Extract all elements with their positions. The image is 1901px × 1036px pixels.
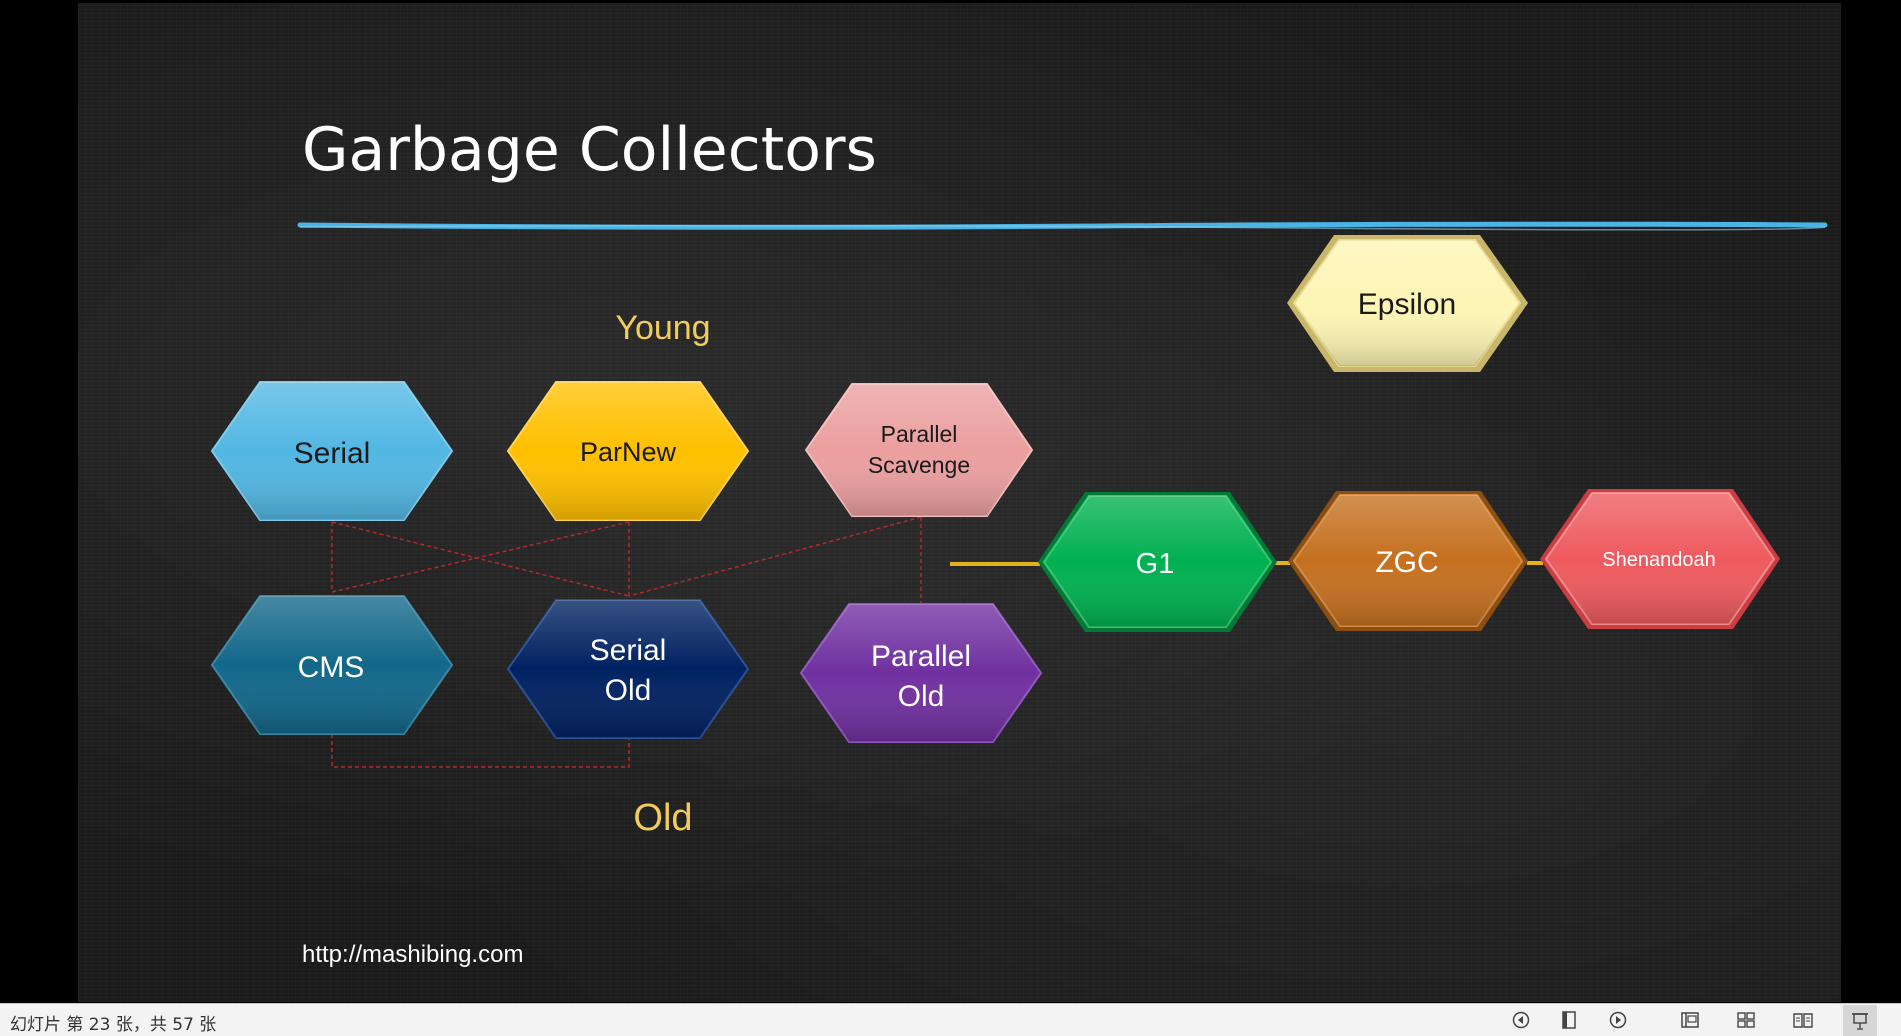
- hex-parallel-old[interactable]: Parallel Old: [799, 603, 1043, 743]
- hex-parallel-scavenge-line1: Parallel: [881, 421, 958, 447]
- line-serial-serialold: [331, 521, 630, 597]
- left-circle-arrow-icon: [1512, 1011, 1530, 1029]
- line-cms-serialold-fallback: [331, 734, 630, 768]
- slide-sorter-button[interactable]: [1735, 1009, 1757, 1031]
- right-circle-arrow-icon: [1609, 1011, 1627, 1029]
- hex-serial[interactable]: Serial: [210, 381, 454, 521]
- hex-epsilon[interactable]: Epsilon: [1287, 235, 1528, 372]
- menu-button[interactable]: [1558, 1009, 1580, 1031]
- footer-url[interactable]: http://mashibing.com: [302, 941, 523, 968]
- slide-show-button[interactable]: [1843, 1005, 1877, 1036]
- hex-serial-old-line2: Old: [605, 674, 652, 707]
- hex-shenandoah-label: Shenandoah: [1602, 549, 1715, 571]
- young-label: Young: [615, 309, 710, 347]
- hex-cms[interactable]: CMS: [210, 595, 454, 735]
- normal-view-icon: [1681, 1012, 1699, 1028]
- hex-parallel-scavenge[interactable]: Parallel Scavenge: [804, 383, 1034, 517]
- next-slide-button[interactable]: [1607, 1009, 1629, 1031]
- hex-parallel-scavenge-line2: Scavenge: [868, 452, 970, 478]
- compatibility-lines: [331, 516, 922, 768]
- hex-parnew[interactable]: ParNew: [506, 381, 750, 521]
- hex-g1-label: G1: [1136, 548, 1175, 580]
- hex-serial-old[interactable]: Serial Old: [506, 599, 750, 739]
- status-bar: 幻灯片 第 23 张，共 57 张: [0, 1003, 1901, 1036]
- hex-epsilon-label: Epsilon: [1358, 288, 1456, 321]
- reading-view-button[interactable]: [1792, 1009, 1814, 1031]
- slide-title: Garbage Collectors: [302, 115, 877, 185]
- slide-counter: 幻灯片 第 23 张，共 57 张: [10, 1015, 217, 1035]
- hex-serial-label: Serial: [294, 437, 371, 470]
- hex-g1[interactable]: G1: [1038, 492, 1277, 632]
- reading-view-icon: [1793, 1013, 1813, 1028]
- hex-cms-label: CMS: [298, 651, 365, 684]
- hex-parallel-old-line1: Parallel: [871, 640, 971, 673]
- hex-serial-old-line1: Serial: [590, 634, 667, 667]
- hex-parnew-label: ParNew: [580, 437, 677, 467]
- slide-show-icon: [1852, 1012, 1868, 1030]
- hex-zgc[interactable]: ZGC: [1288, 491, 1528, 631]
- hex-zgc-label: ZGC: [1375, 546, 1438, 579]
- slideshow-stage: Garbage Collectors Young Old Serial: [78, 3, 1841, 1002]
- hex-shenandoah[interactable]: Shenandoah: [1540, 489, 1780, 629]
- region-collector-lines: [950, 561, 1543, 566]
- line-parnew-cms: [331, 521, 630, 593]
- gc-diagram: Garbage Collectors Young Old Serial: [210, 115, 1828, 968]
- previous-slide-button[interactable]: [1510, 1009, 1532, 1031]
- hex-parallel-old-line2: Old: [898, 680, 945, 713]
- notes-page-icon: [1562, 1011, 1576, 1029]
- line-pscavenge-serialold: [628, 516, 922, 597]
- normal-view-button[interactable]: [1679, 1009, 1701, 1031]
- title-underline-texture: [299, 224, 1826, 231]
- slide-sorter-icon: [1737, 1012, 1755, 1028]
- old-label: Old: [633, 797, 692, 839]
